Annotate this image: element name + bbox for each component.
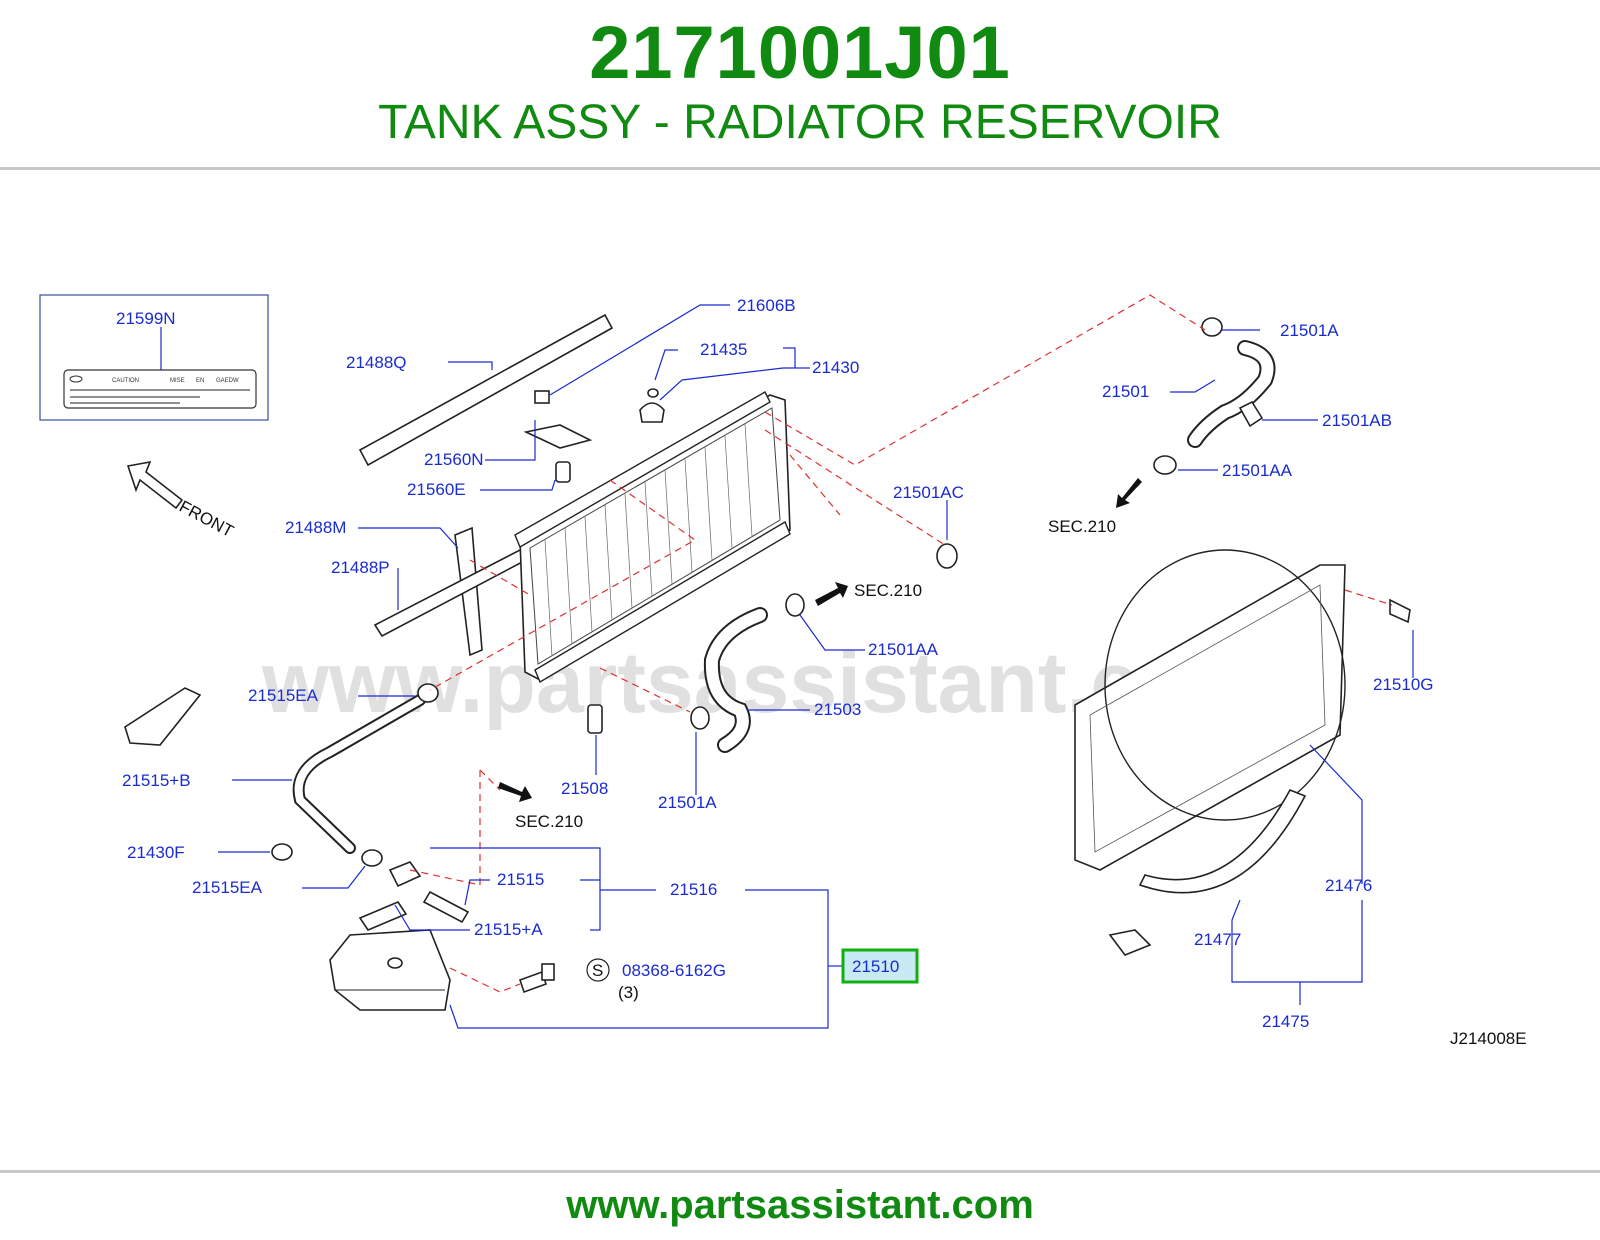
sec210-label-top: SEC.210: [1048, 517, 1116, 536]
clamp-21430F: [271, 843, 293, 861]
callout-21501AB[interactable]: 21501AB: [1322, 411, 1392, 430]
sec210-label-bottom: SEC.210: [515, 812, 583, 831]
part-description: TANK ASSY - RADIATOR RESERVOIR: [378, 96, 1222, 149]
callout-21488M[interactable]: 21488M: [285, 518, 346, 537]
callout-21435[interactable]: 21435: [700, 340, 747, 359]
part-number-title: 2171001J01: [589, 11, 1011, 94]
callout-21515[interactable]: 21515: [497, 870, 544, 889]
nut-21606B: [534, 390, 550, 404]
header-divider: [0, 167, 1600, 170]
callout-21560N[interactable]: 21560N: [424, 450, 484, 469]
s-marker-icon: [586, 958, 610, 982]
callout-21430[interactable]: 21430: [812, 358, 859, 377]
reservoir-hose-21515B: [292, 694, 426, 854]
callout-21501A-top[interactable]: 21501A: [1280, 321, 1339, 340]
hose-21515: [422, 890, 470, 924]
callout-21515EA-top[interactable]: 21515EA: [248, 686, 319, 705]
card-mise-text: MISE: [170, 378, 185, 384]
footer-divider: [0, 1170, 1600, 1173]
bracket-21430F-mount: [124, 687, 202, 746]
callout-21510G[interactable]: 21510G: [1373, 675, 1434, 694]
callout-21477[interactable]: 21477: [1194, 930, 1241, 949]
card-en-text: EN: [196, 378, 204, 384]
s-marker-text: S: [592, 961, 603, 980]
parts-exploded-diagram: www.partsassistant.com CAUTION MISE EN G…: [39, 294, 1527, 1048]
drain-plug-21508: [587, 704, 603, 734]
clip-21501AB: [1238, 400, 1264, 428]
callout-21501AC[interactable]: 21501AC: [893, 483, 964, 502]
clamp-21501A-top: [1201, 317, 1223, 337]
bracket-21560N: [523, 424, 593, 449]
fan-shroud-21476: [1074, 549, 1346, 871]
callout-21515EA-bot[interactable]: 21515EA: [192, 878, 263, 897]
sec210-label-right: SEC.210: [854, 581, 922, 600]
shroud-lower-21477: [1138, 788, 1307, 894]
clamp-21501AC: [936, 543, 958, 569]
radiator-core: [514, 391, 791, 684]
highlight-box-21510: [841, 948, 919, 984]
reservoir-tank-21510: [329, 929, 451, 1011]
label-card-inset: CAUTION MISE EN GAEDW: [39, 294, 269, 421]
front-label: FRONT: [176, 497, 237, 541]
front-arrow-icon: [126, 460, 184, 510]
clamp-21501AA-mid: [785, 593, 805, 617]
callout-21515B[interactable]: 21515+B: [122, 771, 191, 790]
assembly-lines: [409, 294, 1393, 993]
callout-21599N[interactable]: 21599N: [116, 309, 176, 328]
quantity-3: (3): [618, 983, 639, 1002]
callout-21515A[interactable]: 21515+A: [474, 920, 543, 939]
callout-21510[interactable]: 21510: [852, 957, 899, 976]
callout-21430F[interactable]: 21430F: [127, 843, 185, 862]
clamp-21515EA-top: [417, 683, 439, 703]
callout-21488P[interactable]: 21488P: [331, 558, 390, 577]
bolt-08368-6162G: [518, 963, 555, 994]
callout-21476[interactable]: 21476: [1325, 876, 1372, 895]
callout-21501[interactable]: 21501: [1102, 382, 1149, 401]
connector-21515A: [358, 861, 422, 931]
sec210-arrow-top-icon: [1116, 478, 1142, 508]
callout-21516[interactable]: 21516: [670, 880, 717, 899]
sec210-arrow-bottom-icon: [498, 782, 532, 802]
card-gaedw-text: GAEDW: [216, 378, 239, 384]
callout-21560E[interactable]: 21560E: [407, 480, 466, 499]
bolt-21510G: [1389, 598, 1411, 624]
sec210-arrow-right-icon: [815, 582, 848, 606]
callout-21475[interactable]: 21475: [1262, 1012, 1309, 1031]
bushing-21560E: [555, 461, 571, 483]
callout-21501A-bot[interactable]: 21501A: [658, 793, 717, 812]
callout-21501AA-top[interactable]: 21501AA: [1222, 461, 1293, 480]
callout-08368-6162G[interactable]: 08368-6162G: [622, 961, 726, 980]
clamp-21515EA-bot: [361, 849, 383, 867]
clamp-21501A-bot: [690, 706, 710, 730]
card-caution-text: CAUTION: [112, 378, 139, 384]
footer-url-link[interactable]: www.partsassistant.com: [566, 1183, 1034, 1227]
callout-leaders: [218, 304, 1414, 1029]
seal-strip-21488M: [454, 526, 483, 657]
lower-hose-21503: [703, 607, 768, 753]
seal-strip-21488Q: [358, 313, 614, 467]
clip-21475-part: [1108, 929, 1152, 956]
radiator-cap-21430: [639, 388, 665, 423]
clamp-21501AA-top: [1153, 455, 1177, 475]
diagram-code: J214008E: [1450, 1029, 1527, 1048]
callout-21606B[interactable]: 21606B: [737, 296, 796, 315]
callout-21488Q[interactable]: 21488Q: [346, 353, 407, 372]
upper-hose-21501: [1187, 340, 1276, 448]
callout-21508[interactable]: 21508: [561, 779, 608, 798]
callout-21503[interactable]: 21503: [814, 700, 861, 719]
callout-21501AA-mid[interactable]: 21501AA: [868, 640, 939, 659]
